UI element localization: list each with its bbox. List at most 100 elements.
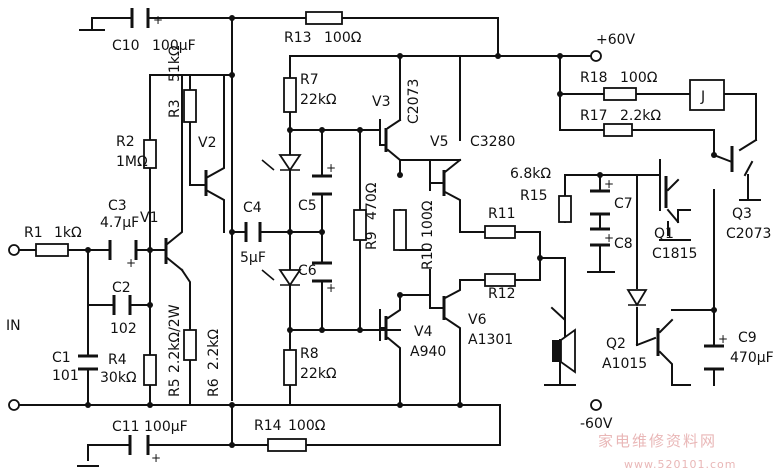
svg-text:C11: C11 <box>112 419 140 435</box>
svg-text:V5: V5 <box>430 134 448 150</box>
svg-text:Q3: Q3 <box>732 206 752 222</box>
svg-text:R3: R3 <box>167 99 183 118</box>
svg-text:V3: V3 <box>372 94 390 110</box>
relay-label: J <box>700 89 705 105</box>
svg-text:V4: V4 <box>414 324 433 340</box>
svg-text:100Ω: 100Ω <box>324 30 362 46</box>
resistor-r2 <box>143 139 157 169</box>
svg-text:R9: R9 <box>364 231 380 250</box>
junctions <box>85 15 717 448</box>
resistors <box>35 11 637 452</box>
svg-text:5μF: 5μF <box>240 250 266 266</box>
svg-text:2.2kΩ: 2.2kΩ <box>206 329 222 370</box>
svg-text:101: 101 <box>52 368 79 384</box>
transistors <box>164 74 734 356</box>
svg-text:100Ω: 100Ω <box>288 418 326 434</box>
resistor-r1 <box>35 243 69 257</box>
resistor-r9 <box>353 209 367 241</box>
svg-text:2.2kΩ: 2.2kΩ <box>620 108 661 124</box>
svg-text:A940: A940 <box>410 344 446 360</box>
led-lower <box>278 269 302 287</box>
resistor-r11 <box>484 225 516 239</box>
svg-text:Q2: Q2 <box>606 336 626 352</box>
svg-text:+: + <box>153 13 163 27</box>
watermark: 家电维修资料网 www.520101.com <box>598 432 736 471</box>
capacitors: + + + + + + + + <box>78 8 728 465</box>
svg-text:C1: C1 <box>52 350 71 366</box>
svg-text:R15: R15 <box>520 188 548 204</box>
resistor-r8 <box>283 349 297 386</box>
svg-text:A1301: A1301 <box>468 332 513 348</box>
svg-text:C10: C10 <box>112 38 140 54</box>
svg-text:+: + <box>604 177 614 191</box>
svg-text:2.2kΩ/2W: 2.2kΩ/2W <box>167 304 183 373</box>
resistor-r5 <box>143 354 157 386</box>
svg-text:www.520101.com: www.520101.com <box>624 458 736 471</box>
svg-text:+: + <box>326 281 336 295</box>
wires <box>19 17 761 467</box>
svg-text:R8: R8 <box>300 346 319 362</box>
svg-text:51kΩ: 51kΩ <box>167 45 183 82</box>
svg-text:C7: C7 <box>614 196 633 212</box>
svg-text:C1815: C1815 <box>652 246 697 262</box>
svg-text:C5: C5 <box>298 198 317 214</box>
svg-text:R7: R7 <box>300 72 319 88</box>
rail-negative: -60V <box>580 416 613 432</box>
svg-text:+: + <box>126 256 136 270</box>
resistor-r12 <box>484 273 516 287</box>
svg-text:100μF: 100μF <box>152 38 196 54</box>
svg-text:家电维修资料网: 家电维修资料网 <box>598 432 717 450</box>
svg-text:+: + <box>718 332 728 346</box>
svg-text:C2073: C2073 <box>406 79 422 124</box>
resistor-r6 <box>183 329 197 361</box>
svg-text:+: + <box>604 231 614 245</box>
svg-text:R10: R10 <box>420 242 436 270</box>
svg-text:4.7μF: 4.7μF <box>100 215 139 231</box>
svg-text:C4: C4 <box>243 200 262 216</box>
svg-text:+: + <box>151 451 161 465</box>
resistor-r14 <box>267 438 307 452</box>
svg-text:C6: C6 <box>298 263 317 279</box>
svg-text:R18: R18 <box>580 70 608 86</box>
svg-text:R17: R17 <box>580 108 608 124</box>
resistor-r15 <box>558 195 572 223</box>
svg-text:R5: R5 <box>167 378 183 397</box>
svg-text:22kΩ: 22kΩ <box>300 92 337 108</box>
svg-text:6.8kΩ: 6.8kΩ <box>510 166 551 182</box>
svg-text:V1: V1 <box>140 210 158 226</box>
terminals <box>8 50 602 411</box>
resistor-r7 <box>283 77 297 113</box>
svg-text:V6: V6 <box>468 312 487 328</box>
svg-text:R2: R2 <box>116 134 135 150</box>
svg-text:102: 102 <box>110 321 137 337</box>
led-upper <box>278 154 302 172</box>
svg-text:100μF: 100μF <box>144 419 188 435</box>
svg-text:V2: V2 <box>198 135 216 151</box>
svg-text:C2073: C2073 <box>726 226 771 242</box>
svg-text:C9: C9 <box>738 330 757 346</box>
svg-text:470Ω: 470Ω <box>364 182 380 220</box>
svg-text:22kΩ: 22kΩ <box>300 366 337 382</box>
svg-text:R1: R1 <box>24 225 43 241</box>
svg-text:100Ω: 100Ω <box>620 70 658 86</box>
svg-text:A1015: A1015 <box>602 356 647 372</box>
rail-positive: +60V <box>596 32 636 48</box>
svg-text:100Ω: 100Ω <box>420 200 436 238</box>
svg-text:R12: R12 <box>488 286 516 302</box>
resistor-r17 <box>603 123 633 137</box>
svg-text:30kΩ: 30kΩ <box>100 370 137 386</box>
resistor-r13 <box>305 11 343 25</box>
svg-text:R11: R11 <box>488 206 516 222</box>
svg-text:Q1: Q1 <box>654 226 674 242</box>
svg-text:470μF: 470μF <box>730 350 774 366</box>
svg-text:R4: R4 <box>108 352 127 368</box>
svg-text:+: + <box>326 161 336 175</box>
svg-text:C2: C2 <box>112 280 131 296</box>
svg-text:C8: C8 <box>614 236 633 252</box>
resistor-r3 <box>183 89 197 123</box>
resistor-r18 <box>603 87 637 101</box>
svg-text:C3280: C3280 <box>470 134 515 150</box>
svg-text:R14: R14 <box>254 418 282 434</box>
labels: +60V -60V IN C10 100μF C11 100μF R13 100… <box>6 30 774 435</box>
